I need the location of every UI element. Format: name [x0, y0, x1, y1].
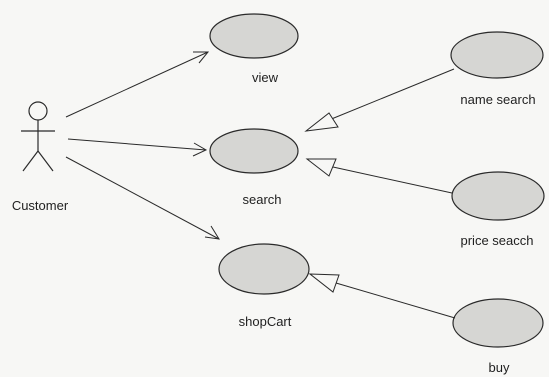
actor-right-leg [37, 150, 54, 172]
usecase-name-search: name search [450, 31, 544, 107]
actor-head [28, 101, 48, 121]
actor-label: Customer [12, 198, 69, 213]
generalization-buy-to-shopcart [308, 273, 456, 319]
usecase-price-search: price seacch [451, 171, 545, 248]
actor-customer: Customer [12, 101, 69, 213]
generalization-name-search-to-search [304, 68, 455, 132]
usecase-price-search-label: price seacch [461, 233, 534, 248]
usecase-view: view [209, 13, 299, 85]
actor-left-leg [22, 150, 39, 172]
association-customer-view [65, 51, 210, 118]
usecase-buy: buy [452, 298, 544, 375]
usecase-search: search [209, 128, 299, 207]
usecase-view-label: view [252, 70, 279, 85]
usecase-shopcart: shopCart [218, 243, 310, 329]
association-customer-shopcart [65, 156, 220, 240]
association-customer-search [67, 138, 208, 157]
generalization-price-search-to-search [305, 158, 453, 194]
usecase-shopcart-label: shopCart [239, 314, 292, 329]
usecase-search-label: search [242, 192, 281, 207]
usecase-buy-label: buy [489, 360, 510, 375]
usecase-name-search-label: name search [460, 92, 535, 107]
